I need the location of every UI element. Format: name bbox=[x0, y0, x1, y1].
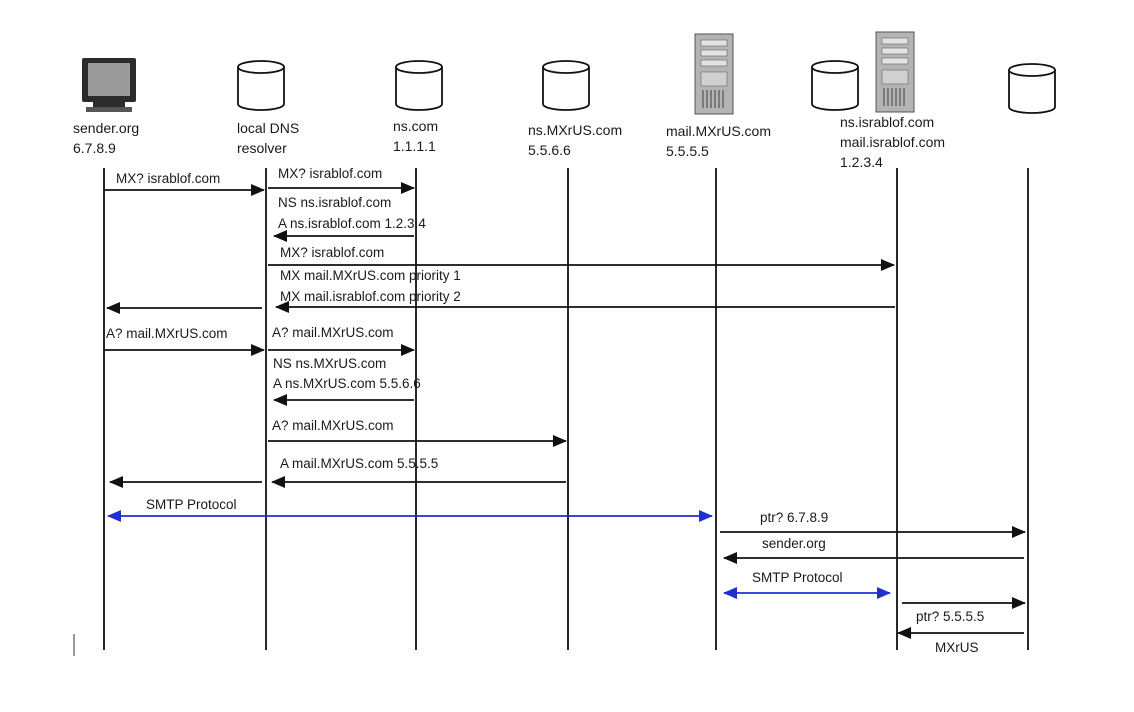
message-label: MX? israblof.com bbox=[278, 166, 382, 181]
message-label: SMTP Protocol bbox=[146, 497, 237, 512]
message-label: MX? israblof.com bbox=[116, 171, 220, 186]
participant-label: ns.israblof.com bbox=[840, 114, 934, 130]
message-label: NS ns.israblof.com bbox=[278, 195, 391, 210]
message-label: MX mail.israblof.com priority 2 bbox=[280, 289, 461, 304]
message-label: MX mail.MXrUS.com priority 1 bbox=[280, 268, 461, 283]
message-label: A ns.israblof.com 1.2.3.4 bbox=[278, 216, 426, 231]
message-label: A mail.MXrUS.com 5.5.5.5 bbox=[280, 456, 438, 471]
server-icon bbox=[875, 31, 915, 113]
participant-label: ns.MXrUS.com bbox=[528, 122, 622, 138]
message-label: MX? israblof.com bbox=[280, 245, 384, 260]
participant-label: mail.MXrUS.com bbox=[666, 123, 771, 139]
message-label: ptr? 5.5.5.5 bbox=[916, 609, 984, 624]
message-label: sender.org bbox=[762, 536, 826, 551]
monitor-icon bbox=[82, 58, 136, 112]
database-icon bbox=[1008, 63, 1056, 114]
participant-label: ns.com bbox=[393, 118, 438, 134]
message-label: NS ns.MXrUS.com bbox=[273, 356, 386, 371]
participant-label: 1.1.1.1 bbox=[393, 138, 436, 154]
server-icon bbox=[694, 33, 734, 115]
database-icon bbox=[237, 60, 285, 111]
participant-label: local DNS bbox=[237, 120, 299, 136]
participant-label: sender.org bbox=[73, 120, 139, 136]
database-icon bbox=[395, 60, 443, 111]
message-label: ptr? 6.7.8.9 bbox=[760, 510, 828, 525]
participant-label: 6.7.8.9 bbox=[73, 140, 116, 156]
database-icon bbox=[542, 60, 590, 111]
participant-label: resolver bbox=[237, 140, 287, 156]
participant-label: 1.2.3.4 bbox=[840, 154, 883, 170]
message-label: A? mail.MXrUS.com bbox=[106, 326, 228, 341]
message-label: A? mail.MXrUS.com bbox=[272, 325, 394, 340]
message-label: A? mail.MXrUS.com bbox=[272, 418, 394, 433]
database-icon bbox=[811, 60, 859, 111]
participant-label: 5.5.6.6 bbox=[528, 142, 571, 158]
message-label: A ns.MXrUS.com 5.5.6.6 bbox=[273, 376, 421, 391]
message-label: SMTP Protocol bbox=[752, 570, 843, 585]
message-label: MXrUS bbox=[935, 640, 979, 655]
participant-label: mail.israblof.com bbox=[840, 134, 945, 150]
participant-label: 5.5.5.5 bbox=[666, 143, 709, 159]
